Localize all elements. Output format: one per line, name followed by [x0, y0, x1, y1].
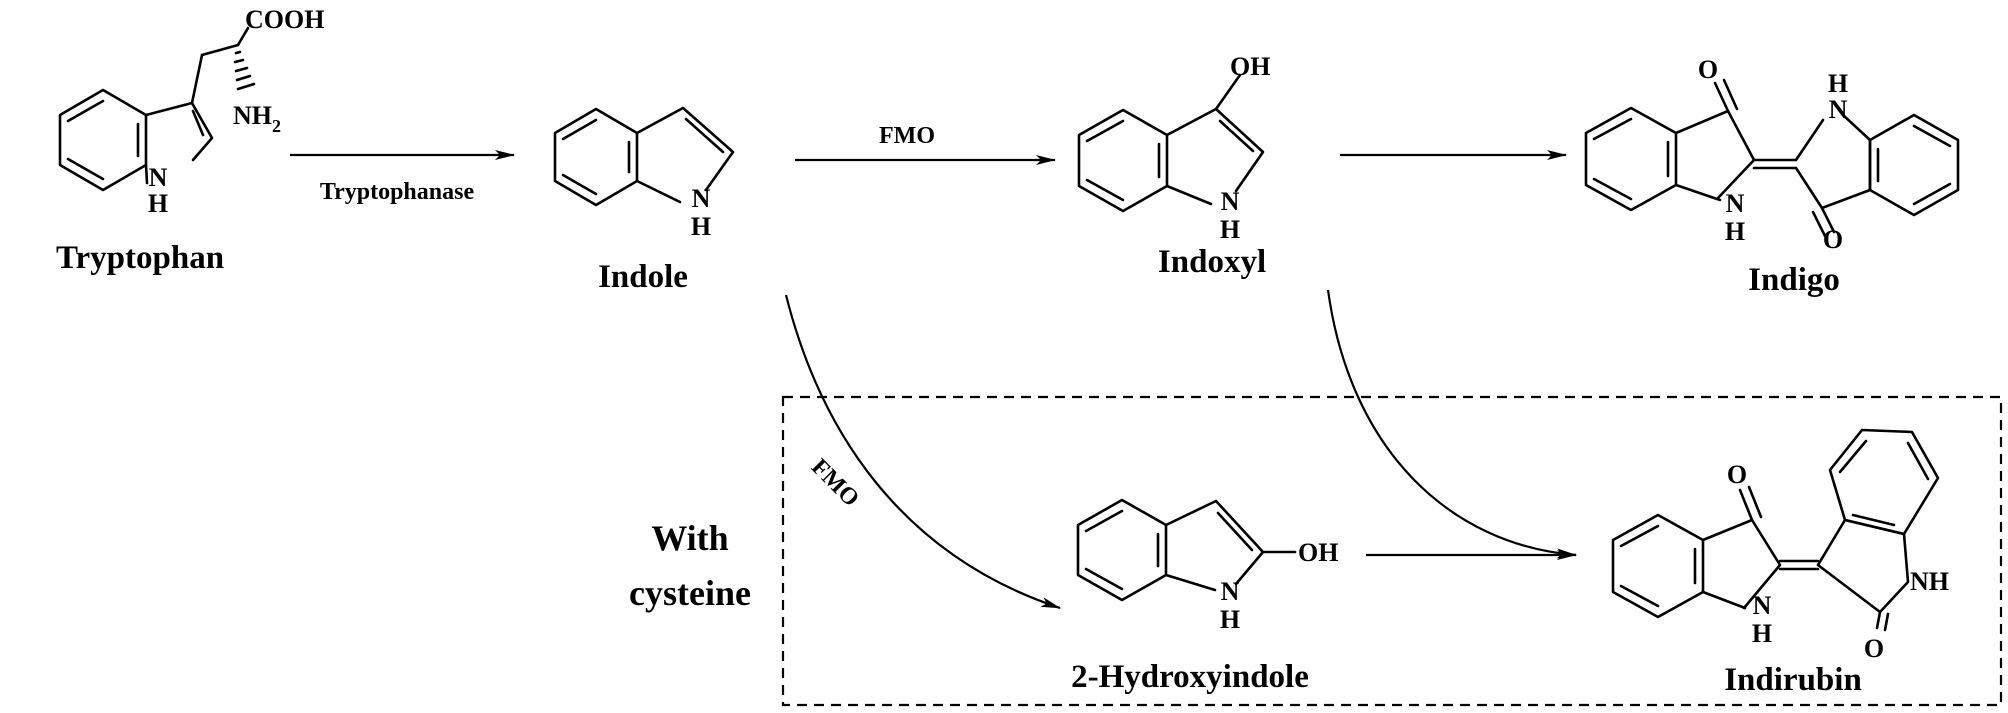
compound-name-indigo: Indigo — [1748, 262, 1840, 298]
nh-n-label: N — [1829, 95, 1848, 124]
nh-h-label: H — [1220, 605, 1240, 634]
nh-h-label: H — [691, 212, 711, 241]
indigo-structure: O N H H N O — [1584, 55, 1960, 254]
compound-name-indirubin: Indirubin — [1724, 662, 1862, 698]
compound-name-2-hydroxyindole: 2-Hydroxyindole — [1071, 659, 1309, 695]
enzyme-label-fmo: FMO — [879, 123, 935, 149]
indoxyl-structure: OH N H — [1077, 52, 1270, 244]
compound-name-tryptophan: Tryptophan — [56, 240, 224, 276]
nh-h-label: H — [148, 189, 168, 218]
nh-n-label: N — [1726, 189, 1745, 218]
enzyme-label-tryptophanase: Tryptophanase — [320, 179, 475, 205]
compound-name-indole: Indole — [598, 259, 688, 295]
nh-n-label: N — [1753, 591, 1772, 620]
nh-n-label: N — [1221, 577, 1240, 606]
nh-n-label: N — [692, 184, 711, 213]
indirubin-structure: O N H NH O — [1611, 428, 1949, 663]
hydroxyl-label: OH — [1230, 52, 1270, 81]
enzyme-label-fmo-2: FMO — [806, 454, 864, 512]
nh-h-label: H — [1725, 217, 1745, 246]
carbonyl-o-label: O — [1864, 634, 1884, 663]
tryptophan-structure: COOH NH2 N H — [58, 5, 324, 218]
nh-h-label: H — [1828, 69, 1848, 98]
carbonyl-o-label: O — [1698, 55, 1718, 84]
amine-label: NH2 — [233, 101, 281, 136]
nh-h-label: H — [1220, 215, 1240, 244]
cysteine-condition-box — [781, 395, 2003, 707]
indole-structure: N H — [553, 106, 735, 241]
carbonyl-o-label: O — [1823, 225, 1843, 254]
condition-label-with: With — [651, 518, 728, 558]
carbonyl-o-label: O — [1727, 460, 1747, 489]
arrow-indoxyl-to-indirubin — [1326, 289, 1577, 559]
nh-label: NH — [1910, 567, 1949, 596]
compound-name-indoxyl: Indoxyl — [1158, 244, 1266, 280]
hydroxyl-label: OH — [1298, 538, 1338, 567]
condition-label-cysteine: cysteine — [629, 573, 751, 613]
hydroxyindole-structure: OH N H — [1076, 498, 1338, 634]
nh-h-label: H — [1752, 619, 1772, 648]
nh-n-label: N — [149, 163, 168, 192]
arrow-fmo-to-hydroxyindole — [784, 294, 1061, 610]
nh-n-label: N — [1221, 187, 1240, 216]
carboxyl-label: COOH — [245, 5, 324, 34]
stereo-hash-bond — [233, 50, 256, 91]
